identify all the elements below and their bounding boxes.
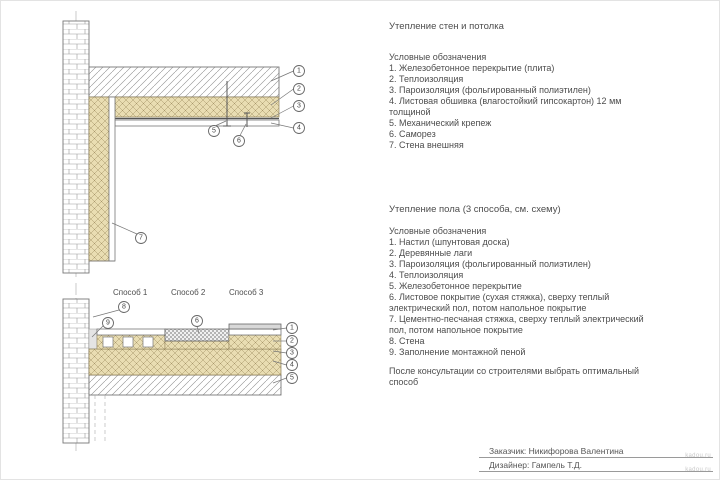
ceiling-cladding-sheet bbox=[114, 119, 280, 127]
floor-insulation-layer bbox=[88, 348, 282, 376]
leader-lines bbox=[91, 309, 287, 384]
floor-legend: 1. Настил (шпунтовая доска) 2. Деревянны… bbox=[389, 237, 657, 358]
ceiling-insulation-layer bbox=[114, 96, 280, 118]
callout-5: 5 bbox=[286, 372, 298, 384]
callout-4-number: 4 bbox=[297, 125, 301, 132]
legend-item: 2. Теплоизоляция bbox=[389, 74, 464, 84]
callout-4: 4 bbox=[293, 122, 305, 134]
callout-5-number: 5 bbox=[212, 128, 216, 135]
callout-6: 6 bbox=[233, 135, 245, 147]
leader-lines bbox=[111, 70, 294, 235]
wall-insulation-layer bbox=[88, 96, 110, 262]
callout-2-number: 2 bbox=[290, 338, 294, 345]
external-wall-hatch bbox=[62, 20, 90, 274]
callout-3: 3 bbox=[286, 347, 298, 359]
legend-item: 1. Настил (шпунтовая доска) bbox=[389, 237, 510, 247]
callout-2: 2 bbox=[293, 83, 305, 95]
callout-8: 8 bbox=[118, 301, 130, 313]
wall-hatch bbox=[62, 298, 90, 444]
floor-legend-title: Условные обозначения bbox=[389, 226, 487, 236]
floor-slab-hatch bbox=[88, 374, 282, 396]
legend-item: 5. Механический крепеж bbox=[389, 118, 492, 128]
callout-8-number: 8 bbox=[122, 304, 126, 311]
callout-3-number: 3 bbox=[290, 350, 294, 357]
customer-label: Заказчик: Никифорова Валентина bbox=[489, 446, 624, 456]
callout-3: 3 bbox=[293, 100, 305, 112]
callout-1-number: 1 bbox=[290, 325, 294, 332]
watermark-text: kadou.ru bbox=[685, 453, 711, 459]
legend-item: 6. Саморез bbox=[389, 129, 436, 139]
walls-legend: 1. Железобетонное перекрытие (плита) 2. … bbox=[389, 63, 657, 151]
wall-ceiling-detail-drawing: 1 2 3 4 5 6 7 bbox=[62, 11, 305, 277]
callout-5: 5 bbox=[208, 125, 220, 137]
wall-cladding-sheet bbox=[108, 96, 116, 262]
method-3-assembly bbox=[228, 323, 282, 350]
callout-3-number: 3 bbox=[297, 103, 301, 110]
screw-symbol bbox=[244, 112, 250, 127]
designer-row: Дизайнер: Гампель Т.Д. kadou.ru bbox=[479, 458, 713, 473]
floor-section-title: Утепление пола (3 способа, см. схему) bbox=[389, 204, 561, 215]
ceiling-slab-hatch bbox=[88, 66, 280, 98]
title-block: Заказчик: Никифорова Валентина kadou.ru … bbox=[479, 444, 713, 473]
watermark-text: kadou.ru bbox=[685, 467, 711, 473]
callout-6-number: 6 bbox=[237, 138, 241, 145]
legend-item: 4. Листовая обшивка (влагостойкий гипсок… bbox=[389, 96, 622, 117]
method-1-assembly bbox=[96, 328, 166, 350]
callout-1: 1 bbox=[286, 322, 298, 334]
callout-6: 6 bbox=[191, 315, 203, 327]
legend-item: 9. Заполнение монтажной пеной bbox=[389, 347, 526, 357]
callout-1: 1 bbox=[293, 65, 305, 77]
legend-item: 1. Железобетонное перекрытие (плита) bbox=[389, 63, 555, 73]
callout-2: 2 bbox=[286, 335, 298, 347]
method-2-assembly bbox=[164, 328, 230, 350]
legend-item: 7. Цементно-песчаная стяжка, сверху тепл… bbox=[389, 314, 644, 335]
callout-6-number: 6 bbox=[195, 318, 199, 325]
callout-9: 9 bbox=[102, 317, 114, 329]
method-2-label: Способ 2 bbox=[171, 288, 206, 297]
legend-item: 5. Железобетонное перекрытие bbox=[389, 281, 522, 291]
callout-9-number: 9 bbox=[106, 320, 110, 327]
callout-2-number: 2 bbox=[297, 86, 301, 93]
legend-item: 8. Стена bbox=[389, 336, 425, 346]
callout-5-number: 5 bbox=[290, 375, 294, 382]
floor-detail-drawing: Способ 1 Способ 2 Способ 3 bbox=[62, 283, 298, 451]
legend-item: 3. Пароизоляция (фольгированный полиэтил… bbox=[389, 85, 591, 95]
designer-label: Дизайнер: Гампель Т.Д. bbox=[489, 460, 582, 470]
consultation-note: После консультации со строителями выбрат… bbox=[389, 366, 640, 387]
walls-section-title: Утепление стен и потолка bbox=[389, 21, 504, 32]
walls-legend-title: Условные обозначения bbox=[389, 52, 487, 62]
method-3-label: Способ 3 bbox=[229, 288, 264, 297]
callout-7: 7 bbox=[135, 232, 147, 244]
legend-item: 6. Листовое покрытие (сухая стяжка), све… bbox=[389, 292, 610, 313]
callout-4-number: 4 bbox=[290, 362, 294, 369]
legend-item: 3. Пароизоляция (фольгированный полиэтил… bbox=[389, 259, 591, 269]
callout-7-number: 7 bbox=[139, 235, 143, 242]
callout-4: 4 bbox=[286, 359, 298, 371]
annotation-column: Утепление стен и потолка Условные обозна… bbox=[389, 21, 657, 388]
legend-item: 2. Деревянные лаги bbox=[389, 248, 473, 258]
mechanical-fastener-symbol bbox=[223, 81, 231, 127]
callout-1-number: 1 bbox=[297, 68, 301, 75]
legend-item: 4. Теплоизоляция bbox=[389, 270, 464, 280]
mounting-foam-joint bbox=[88, 328, 98, 350]
hidden-lines bbox=[94, 395, 106, 441]
legend-item: 7. Стена внешняя bbox=[389, 140, 464, 150]
method-1-label: Способ 1 bbox=[113, 288, 148, 297]
customer-row: Заказчик: Никифорова Валентина kadou.ru bbox=[479, 444, 713, 459]
